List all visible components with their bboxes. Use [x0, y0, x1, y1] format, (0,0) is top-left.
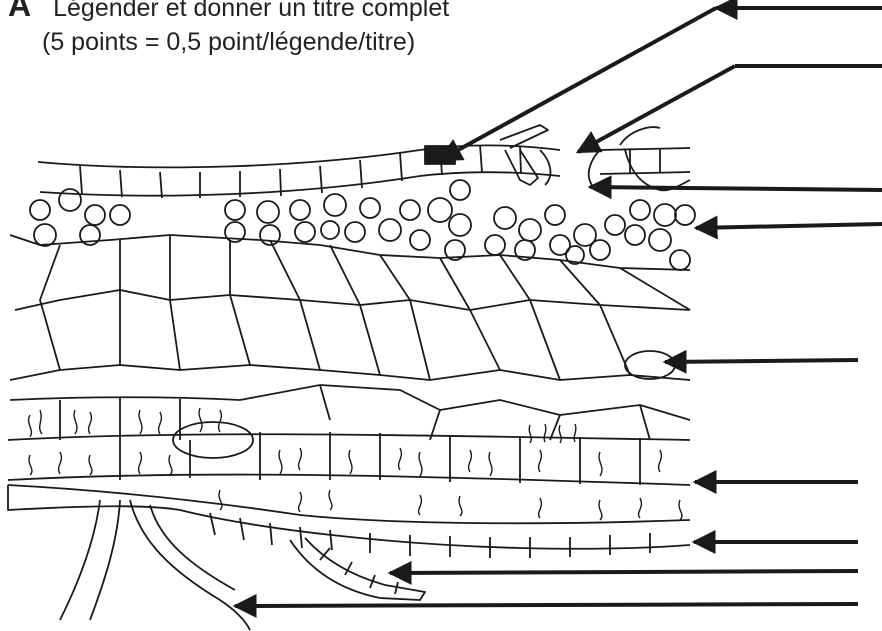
trichome-upper [500, 125, 690, 190]
label-arrow-5 [665, 360, 858, 362]
label-arrow-8 [390, 571, 858, 573]
parenchyma-cells [10, 235, 690, 440]
label-arrow-2-diag [578, 66, 735, 152]
round-cells-layer [30, 180, 695, 270]
palisade-layers [8, 397, 690, 520]
label-arrow-9 [235, 604, 858, 606]
stoma-upper [540, 150, 600, 185]
lower-epidermis [8, 485, 690, 558]
label-arrow-4 [696, 224, 882, 228]
label-arrow-1-diag [440, 8, 716, 160]
label-arrow-3 [590, 187, 882, 190]
upper-epidermis [38, 145, 690, 198]
